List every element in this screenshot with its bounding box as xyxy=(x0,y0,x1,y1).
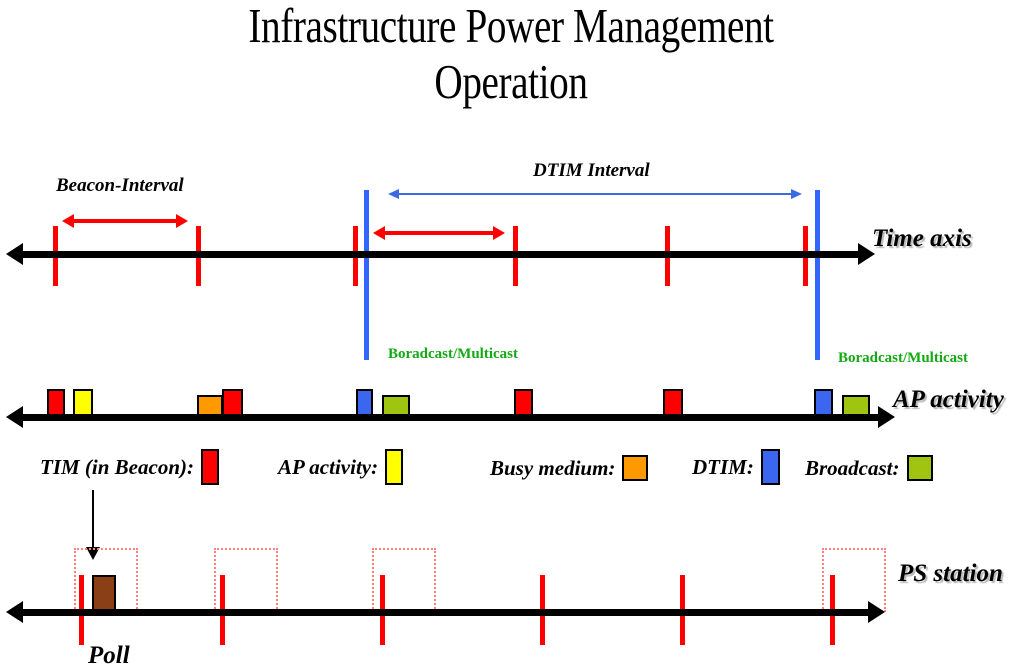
time-axis-line xyxy=(20,251,865,258)
legend-label: TIM (in Beacon): xyxy=(40,454,194,479)
ap-event-dtim xyxy=(814,389,833,417)
orange-swatch-icon xyxy=(622,455,649,481)
ap-event-dtim xyxy=(356,389,373,417)
broadcast-multicast-note-left: Boradcast/Multicast xyxy=(388,346,518,362)
legend-label: Broadcast: xyxy=(805,455,900,480)
ap-axis-line xyxy=(20,414,885,421)
ps-axis-arrow-left xyxy=(6,601,23,623)
ps-station-label: PS station xyxy=(898,560,1003,587)
dtim-interval-arrow xyxy=(388,189,802,199)
tim-annotation-line xyxy=(92,490,94,550)
poll-label: Poll xyxy=(88,642,130,669)
beacon-interval-label: Beacon-Interval xyxy=(56,175,184,196)
ap-event-tim-beacon xyxy=(514,389,533,417)
ap-event-tim-beacon xyxy=(222,389,243,417)
ap-event-tim-beacon xyxy=(663,389,683,417)
legend-label: Busy medium: xyxy=(490,455,616,480)
time-axis-row: Beacon-Interval DTIM Interval Time axis xyxy=(0,150,1022,360)
ap-activity-row: Boradcast/Multicast Boradcast/Multicast … xyxy=(0,340,1022,430)
green-swatch-icon xyxy=(906,455,933,481)
dtim-marker xyxy=(815,190,820,360)
legend-row: TIM (in Beacon): AP activity: Busy mediu… xyxy=(0,443,1022,493)
page-title: Infrastructure Power Management Operatio… xyxy=(102,0,920,110)
beacon-interval-arrow-2 xyxy=(373,226,505,240)
ap-axis-arrow-right xyxy=(878,406,895,428)
ap-event-ap-activity xyxy=(73,389,93,417)
ap-event-tim-beacon xyxy=(47,389,65,417)
red-swatch-icon xyxy=(201,449,219,485)
legend-label: DTIM: xyxy=(692,454,754,479)
legend-item-busy-medium: Busy medium: xyxy=(490,455,649,481)
legend-item-dtim: DTIM: xyxy=(692,449,780,485)
time-axis-arrow-right xyxy=(858,243,875,265)
blue-swatch-icon xyxy=(760,449,780,485)
ap-axis-arrow-left xyxy=(6,406,23,428)
page-title-line-1: Infrastructure Power Management xyxy=(248,0,774,53)
dtim-interval-label: DTIM Interval xyxy=(533,160,650,181)
tim-annotation-arrow-icon xyxy=(86,547,100,560)
time-axis-label: Time axis xyxy=(872,225,972,252)
legend-label: AP activity: xyxy=(278,454,379,479)
legend-item-tim-in-beacon: TIM (in Beacon): xyxy=(40,449,219,485)
legend-item-broadcast: Broadcast: xyxy=(805,455,933,481)
legend-item-ap-activity: AP activity: xyxy=(278,449,404,485)
ps-station-row: PS station Poll xyxy=(0,490,1022,669)
time-axis-arrow-left xyxy=(6,243,23,265)
page-title-line-2: Operation xyxy=(434,54,588,109)
ap-activity-label: AP activity xyxy=(893,386,1004,413)
dtim-marker xyxy=(364,190,369,360)
ps-axis-line xyxy=(20,609,875,616)
ps-axis-arrow-right xyxy=(868,601,885,623)
yellow-swatch-icon xyxy=(385,449,404,485)
poll-packet xyxy=(92,575,116,612)
beacon-interval-arrow xyxy=(62,214,188,228)
broadcast-multicast-note-right: Boradcast/Multicast xyxy=(838,350,968,366)
